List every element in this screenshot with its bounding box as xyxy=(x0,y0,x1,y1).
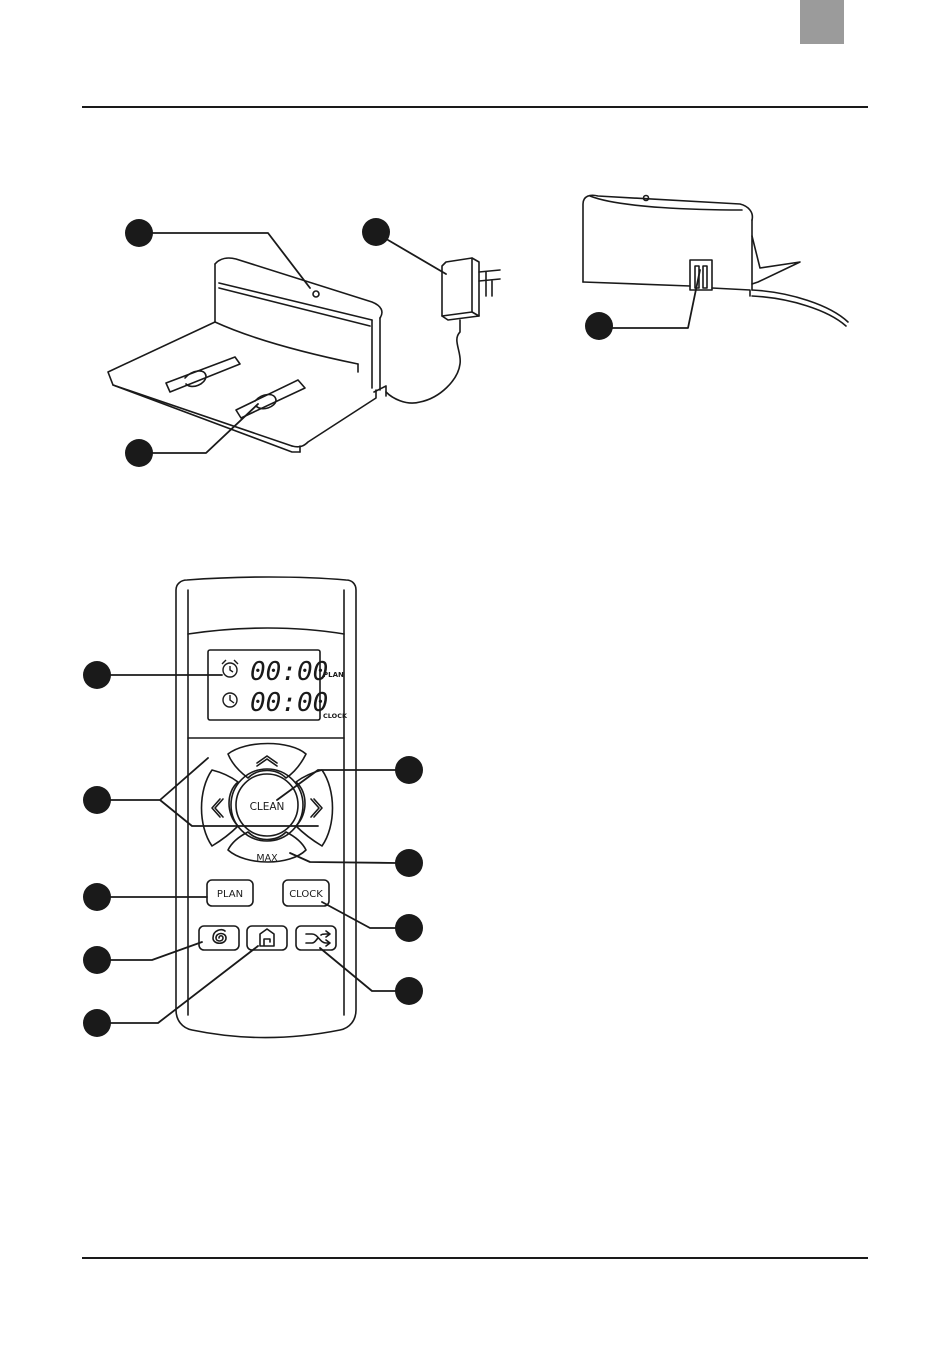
callout-dot-icon xyxy=(83,218,613,1037)
power-adapter-icon xyxy=(386,258,500,403)
plan-button-label: PLAN xyxy=(217,889,243,900)
left-button[interactable] xyxy=(202,770,239,846)
plan-time: 00:00 xyxy=(250,657,328,687)
clock-button-label: CLOCK xyxy=(289,889,323,900)
spiral-icon xyxy=(213,930,226,944)
alarm-clock-icon xyxy=(222,660,238,677)
lcd-display: 00:00 PLAN 00:00 CLOCK xyxy=(222,657,348,720)
random-button[interactable] xyxy=(296,926,336,950)
max-button-label: MAX xyxy=(256,853,278,864)
home-icon xyxy=(260,929,274,946)
clock-lcd-label: CLOCK xyxy=(323,712,348,720)
dock-rear-view-icon xyxy=(583,195,848,326)
clean-button-label: CLEAN xyxy=(250,801,285,813)
clock-icon xyxy=(223,693,237,707)
charging-dock-icon xyxy=(108,258,386,452)
up-button[interactable] xyxy=(228,744,306,779)
callouts xyxy=(110,233,700,1023)
plan-lcd-label: PLAN xyxy=(323,671,344,679)
chevron-right-icon xyxy=(311,799,319,817)
clock-time: 00:00 xyxy=(250,688,328,718)
shuffle-icon xyxy=(306,931,330,946)
